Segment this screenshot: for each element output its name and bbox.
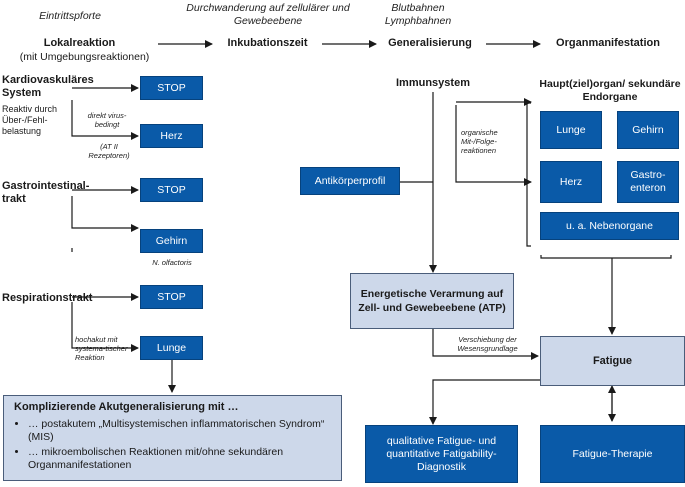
energetische-verarmung-box: Energetische Verarmung auf Zell- und Gew… — [350, 273, 514, 329]
herz-box: Herz — [140, 124, 203, 148]
gastro-title: Gastrointestinal-trakt — [2, 180, 90, 205]
kardio-title: Kardiovaskuläres System — [2, 74, 94, 99]
antikoerperprofil-box: Antikörperprofil — [300, 167, 400, 195]
lunge-box-left: Lunge — [140, 336, 203, 360]
organ-section-title: Haupt(ziel)organ/ sekundäre Endorgane — [539, 78, 681, 103]
gehirn-box: Gehirn — [140, 229, 203, 253]
organ-nebenorgane-box: u. a. Nebenorgane — [540, 212, 679, 240]
stage-inkubationszeit: Inkubationszeit — [227, 37, 308, 49]
organ-herz-box: Herz — [540, 161, 602, 203]
acute-generalization-box: Komplizierende Akutgeneralisierung mit …… — [3, 395, 342, 481]
label-blutbahnen: Blutbahnen Lymphbahnen — [384, 2, 452, 27]
resp-title: Respirationstrakt — [2, 292, 93, 304]
hochakut-note: hochakut mit systema-tischer Reaktion — [75, 335, 128, 362]
kardio-sub: Reaktiv durch Über-/Fehl-belastung — [2, 104, 58, 136]
organische-note: organische Mit-/Folge-reaktionen — [461, 128, 498, 155]
organ-lunge-box: Lunge — [540, 111, 602, 149]
direkt-note: direkt virus-bedingt — [87, 111, 127, 129]
fatigue-therapie-box: Fatigue-Therapie — [540, 425, 685, 483]
label-eintrittspforte: Eintrittspforte — [39, 10, 101, 22]
acute-title: Komplizierende Akutgeneralisierung mit … — [14, 401, 239, 413]
acute-item: … postakutem „Multisystemischen inflamma… — [28, 418, 331, 444]
organ-gastroenteron-box: Gastro-enteron — [617, 161, 679, 203]
at2-note: (AT II Rezeptoren) — [88, 142, 130, 160]
organ-gehirn-box: Gehirn — [617, 111, 679, 149]
stage-lokalreaktion: Lokalreaktion — [43, 37, 116, 49]
n-olfactoris-note: N. olfactoris — [152, 258, 192, 267]
fatigue-box: Fatigue — [540, 336, 685, 386]
verschiebung-note: Verschiebung der Wesensgrundlage — [457, 335, 518, 353]
acute-item: … mikroembolischen Reaktionen mit/ohne s… — [28, 446, 331, 472]
stop-box-resp: STOP — [140, 285, 203, 309]
stop-box-gastro: STOP — [140, 178, 203, 202]
label-durchwanderung: Durchwanderung auf zellulärer und Gewebe… — [186, 2, 350, 27]
stage-organmanifestation: Organmanifestation — [556, 37, 660, 49]
stage-lokalreaktion-sub: (mit Umgebungsreaktionen) — [19, 51, 150, 63]
stop-box-kardio: STOP — [140, 76, 203, 100]
diagnostik-box: qualitative Fatigue- und quantitative Fa… — [365, 425, 518, 483]
immunsystem-label: Immunsystem — [396, 77, 470, 89]
acute-list: … postakutem „Multisystemischen inflamma… — [14, 418, 331, 472]
stage-generalisierung: Generalisierung — [388, 37, 472, 49]
